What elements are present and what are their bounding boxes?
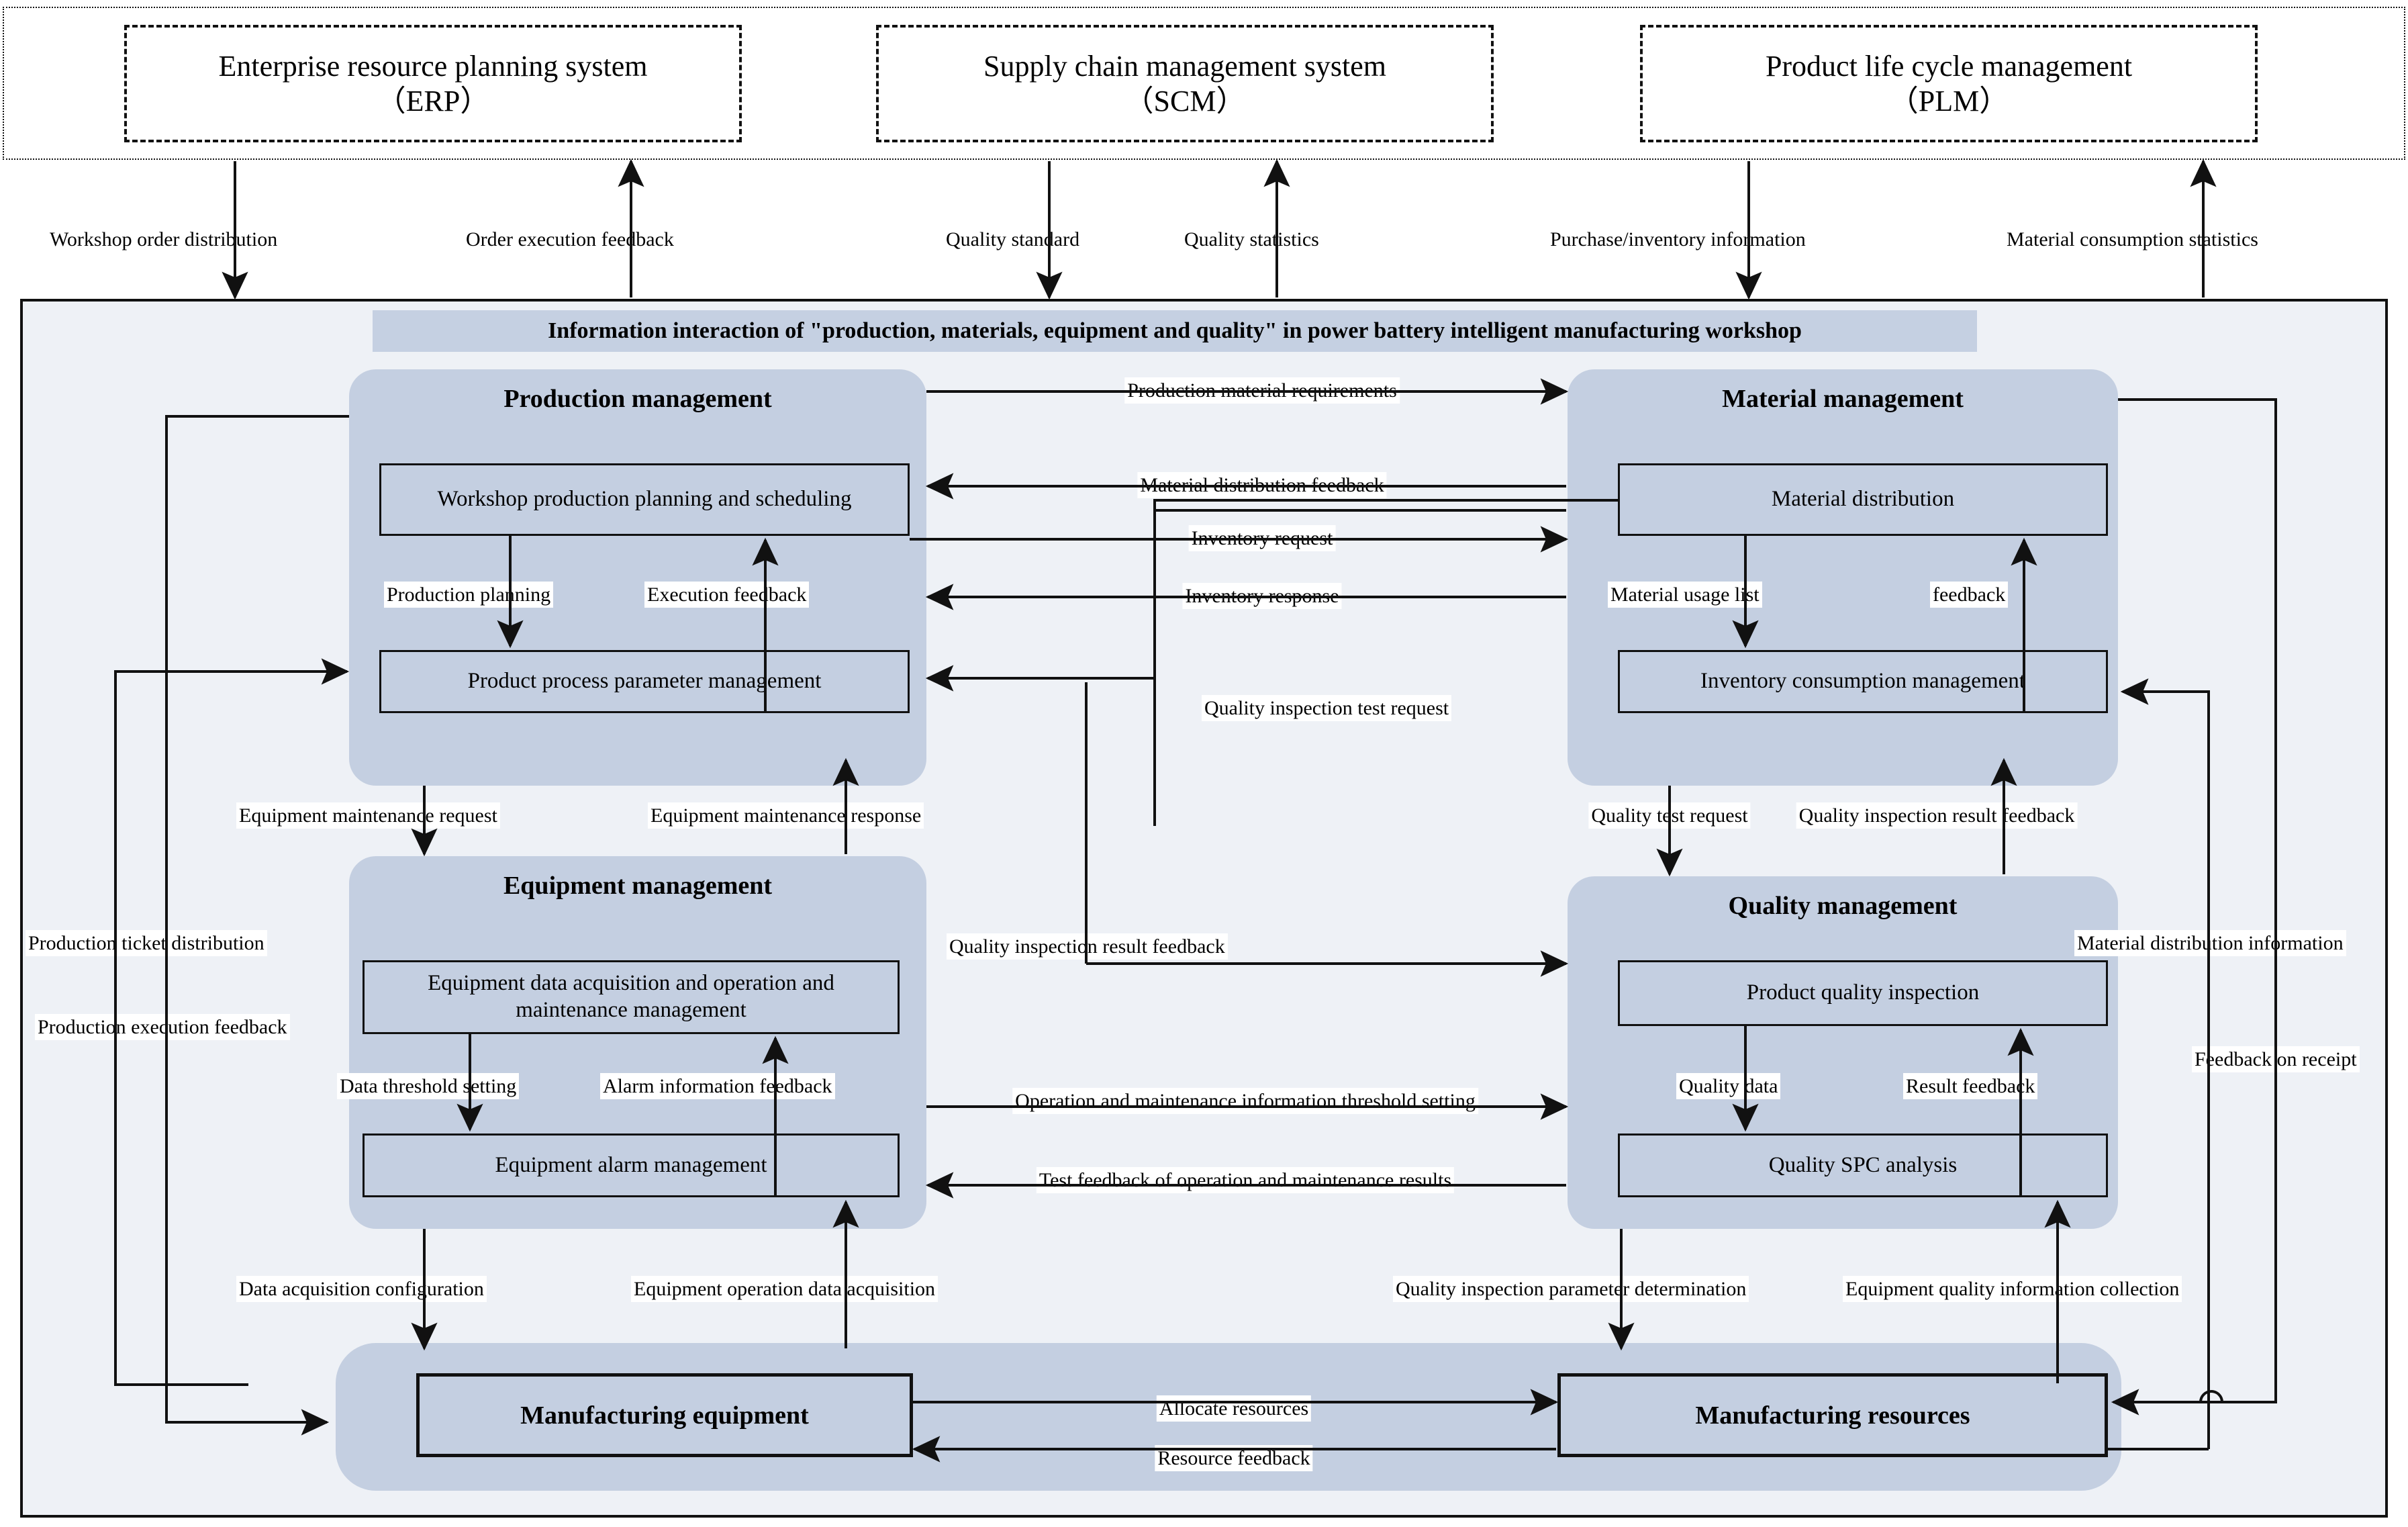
flow-label-equipment-operation-data-acquisition: Equipment operation data acquisition: [631, 1276, 938, 1302]
external-system-scm[interactable]: Supply chain management system （SCM）: [876, 25, 1494, 142]
flow-label-quality-inspection-result-feedback-right: Quality inspection result feedback: [1796, 802, 2078, 829]
label-quality-data: Quality data: [1676, 1073, 1781, 1099]
flow-label-production-material-requirements: Production material requirements: [1124, 377, 1400, 404]
flow-label-allocate-resources: Allocate resources: [1156, 1395, 1312, 1422]
scm-abbrev: （SCM）: [1124, 84, 1246, 118]
flow-label-test-feedback-operation-maintenance-results: Test feedback of operation and maintenan…: [1036, 1167, 1455, 1193]
flow-label-purchase-inventory-information: Purchase/inventory information: [1550, 228, 1806, 250]
production-management-title: Production management: [503, 385, 772, 413]
flow-label-production-ticket-distribution: Production ticket distribution: [26, 930, 267, 956]
material-management-title: Material management: [1722, 385, 1964, 413]
flow-label-quality-statistics: Quality statistics: [1184, 228, 1319, 250]
box-inventory-consumption-management[interactable]: Inventory consumption management: [1618, 650, 2108, 713]
box-workshop-production-planning-and-scheduling[interactable]: Workshop production planning and schedul…: [379, 463, 910, 536]
box-equipment-data-acquisition-and-operation-and-maintenance-management[interactable]: Equipment data acquisition and operation…: [363, 960, 900, 1034]
flow-label-resource-feedback: Resource feedback: [1155, 1445, 1313, 1471]
flow-label-equipment-maintenance-request: Equipment maintenance request: [236, 802, 500, 829]
flow-label-material-consumption-statistics: Material consumption statistics: [2007, 228, 2258, 250]
flow-label-quality-inspection-parameter-determination: Quality inspection parameter determinati…: [1393, 1276, 1749, 1302]
flow-label-material-distribution-information: Material distribution information: [2074, 930, 2346, 956]
erp-name: Enterprise resource planning system: [218, 49, 648, 83]
box-manufacturing-resources[interactable]: Manufacturing resources: [1557, 1373, 2108, 1457]
label-data-threshold-setting: Data threshold setting: [337, 1073, 520, 1099]
flow-label-production-execution-feedback: Production execution feedback: [35, 1014, 290, 1040]
external-system-erp[interactable]: Enterprise resource planning system （ERP…: [124, 25, 742, 142]
workshop-banner-text: Information interaction of "production, …: [548, 318, 1802, 343]
flow-label-quality-test-request: Quality test request: [1588, 802, 1751, 829]
flow-label-quality-inspection-result-feedback-left: Quality inspection result feedback: [947, 933, 1228, 960]
box-equipment-alarm-management[interactable]: Equipment alarm management: [363, 1133, 900, 1197]
label-production-planning: Production planning: [384, 582, 554, 608]
scm-name: Supply chain management system: [983, 49, 1386, 83]
flow-label-inventory-response: Inventory response: [1182, 583, 1342, 609]
equipment-management-title: Equipment management: [503, 872, 773, 900]
box-material-distribution[interactable]: Material distribution: [1618, 463, 2108, 536]
flow-label-workshop-order-distribution: Workshop order distribution: [50, 228, 278, 250]
plm-abbrev: （PLM）: [1888, 84, 2009, 118]
box-product-quality-inspection[interactable]: Product quality inspection: [1618, 960, 2108, 1026]
label-alarm-information-feedback: Alarm information feedback: [600, 1073, 835, 1099]
label-result-feedback: Result feedback: [1903, 1073, 2038, 1099]
external-systems-band: [3, 7, 2405, 160]
erp-abbrev: （ERP）: [376, 84, 490, 118]
box-manufacturing-equipment[interactable]: Manufacturing equipment: [416, 1373, 913, 1457]
module-production-management[interactable]: Production management: [349, 369, 926, 786]
plm-name: Product life cycle management: [1765, 49, 2133, 83]
flow-label-data-acquisition-configuration: Data acquisition configuration: [236, 1276, 487, 1302]
workshop-banner: Information interaction of "production, …: [373, 310, 1977, 352]
flow-label-feedback-on-receipt: Feedback on receipt: [2192, 1046, 2360, 1072]
box-product-process-parameter-management[interactable]: Product process parameter management: [379, 650, 910, 713]
flow-label-equipment-maintenance-response: Equipment maintenance response: [648, 802, 924, 829]
flow-label-equipment-quality-information-collection: Equipment quality information collection: [1843, 1276, 2182, 1302]
flow-label-quality-inspection-test-request: Quality inspection test request: [1202, 695, 1452, 721]
label-material-usage-list: Material usage list: [1608, 582, 1762, 608]
flow-label-inventory-request: Inventory request: [1188, 525, 1336, 551]
flow-label-order-execution-feedback: Order execution feedback: [466, 228, 674, 250]
flow-label-operation-maintenance-threshold-setting: Operation and maintenance information th…: [1012, 1088, 1478, 1114]
flow-label-material-distribution-feedback: Material distribution feedback: [1137, 472, 1387, 498]
box-quality-spc-analysis[interactable]: Quality SPC analysis: [1618, 1133, 2108, 1197]
external-system-plm[interactable]: Product life cycle management （PLM）: [1640, 25, 2258, 142]
quality-management-title: Quality management: [1728, 892, 1958, 920]
label-execution-feedback: Execution feedback: [644, 582, 810, 608]
label-material-feedback: feedback: [1930, 582, 2009, 608]
flow-label-quality-standard: Quality standard: [946, 228, 1080, 250]
module-material-management[interactable]: Material management: [1568, 369, 2118, 786]
